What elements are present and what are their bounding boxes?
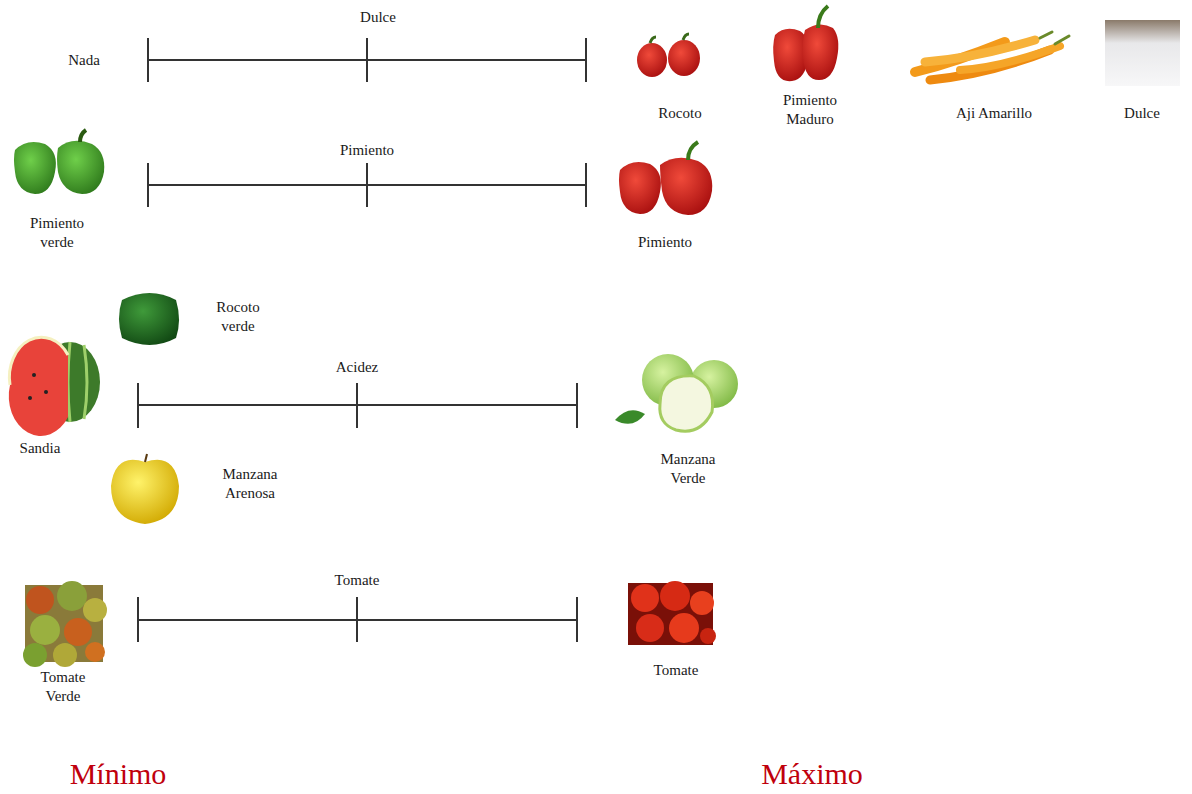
item-label: Pimiento Maduro	[772, 91, 848, 129]
item-label: Tomate	[654, 661, 699, 680]
scale-title: Acidez	[336, 358, 378, 377]
item-label: Rocoto verde	[203, 298, 273, 336]
red-pepper-picture	[773, 6, 838, 81]
green-apple-picture	[615, 354, 738, 431]
item-label: Manzana Verde	[648, 450, 728, 488]
green-pepper-picture	[14, 130, 104, 194]
scale-title: Tomate	[335, 571, 380, 590]
item-label: Pimiento verde	[17, 214, 97, 252]
scale-lines	[138, 38, 586, 642]
aji-amarillo-picture	[915, 32, 1069, 80]
axis-end-label: Máximo	[761, 757, 863, 790]
watermelon-picture	[9, 337, 100, 436]
item-label: Manzana Arenosa	[207, 465, 293, 503]
scale-title: Dulce	[360, 8, 396, 27]
axis-end-label: Mínimo	[70, 757, 167, 790]
item-label: Dulce	[1124, 104, 1160, 123]
item-label: Pimiento	[638, 233, 692, 252]
scale-title: Pimiento	[340, 141, 394, 160]
green-tomato-picture	[23, 581, 107, 667]
sugar-picture	[1105, 20, 1180, 86]
red-pepper-picture	[619, 142, 712, 215]
item-label: Rocoto	[658, 104, 701, 123]
rocoto-picture	[637, 34, 700, 77]
item-label: Sandia	[20, 439, 61, 458]
scale-end-label: Nada	[68, 51, 100, 70]
item-label: Aji Amarillo	[956, 104, 1032, 123]
green-rocoto-picture	[119, 293, 179, 345]
item-label: Tomate Verde	[25, 668, 101, 706]
yellow-apple-picture	[111, 454, 179, 524]
tomato-picture	[628, 581, 716, 645]
